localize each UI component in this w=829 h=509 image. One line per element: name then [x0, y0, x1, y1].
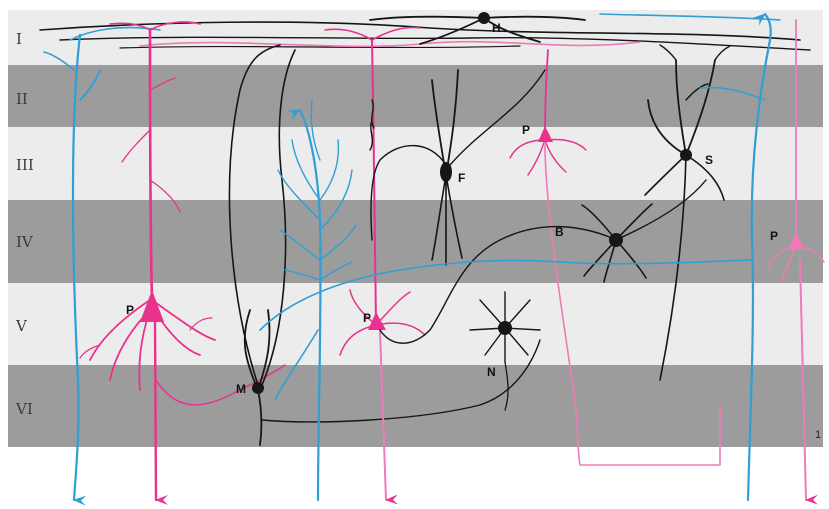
- horizontal-soma: [478, 12, 490, 24]
- layer-label-5: V: [15, 317, 28, 335]
- label-stellate: S: [705, 153, 713, 167]
- label-basket: B: [555, 225, 564, 239]
- label-martinotti: M: [236, 382, 246, 396]
- label-pyramidal-layer5: P: [363, 311, 371, 325]
- stellate-soma: [680, 149, 692, 161]
- label-pyramidal-layer3: P: [522, 123, 530, 137]
- layer-label-4: IV: [16, 233, 34, 251]
- martinotti-soma: [252, 382, 264, 394]
- corner-mark: 1: [815, 429, 821, 441]
- label-fusiform: F: [458, 171, 465, 185]
- layer-band-6: [8, 365, 823, 447]
- label-horizontal: H: [492, 21, 501, 35]
- layer-bands: [8, 10, 823, 509]
- layer-label-1: I: [16, 30, 22, 48]
- layer-band-3: [8, 127, 823, 200]
- label-pyramidal-main: P: [126, 303, 134, 317]
- fusiform-soma: [440, 162, 452, 182]
- white-matter: [8, 447, 823, 509]
- layer-label-6: VI: [15, 400, 33, 418]
- basket-soma: [609, 233, 623, 247]
- layer-band-4: [8, 200, 823, 283]
- label-neurogliaform: N: [487, 365, 496, 379]
- layer-label-3: III: [16, 156, 34, 174]
- neurogliaform-soma: [498, 321, 512, 335]
- layer-label-2: II: [16, 90, 28, 108]
- label-pyramidal-right: P: [770, 229, 778, 243]
- layer-band-5: [8, 283, 823, 365]
